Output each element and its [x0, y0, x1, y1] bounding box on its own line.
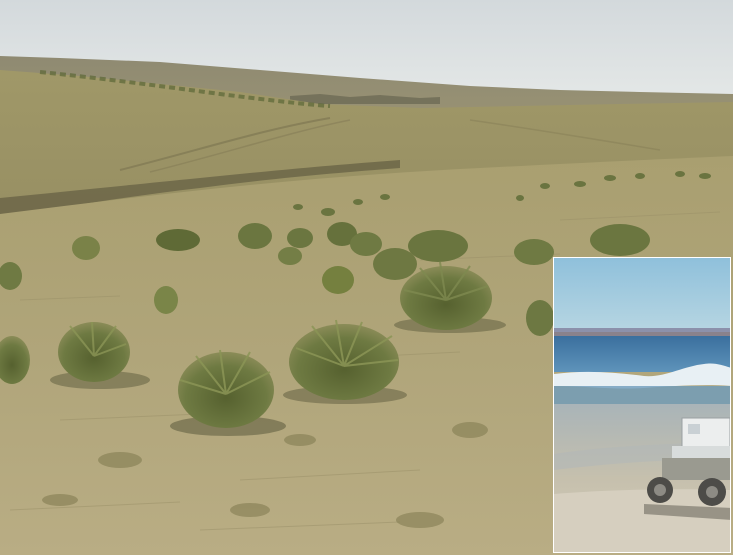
dark-swale — [0, 160, 400, 216]
scattered-shrubs — [42, 422, 488, 528]
inset-photo — [553, 257, 731, 553]
trail — [149, 119, 351, 173]
yucca-tufts-mid — [0, 222, 650, 336]
beach-photo — [554, 258, 730, 552]
yucca-tufts-near — [0, 261, 506, 436]
ridge-shrubs — [39, 70, 331, 108]
trail — [119, 117, 331, 171]
inset-horizon — [554, 328, 730, 338]
beach-vehicle — [644, 417, 730, 520]
inset-wave — [554, 363, 730, 389]
trail — [469, 119, 661, 151]
horizon-treeline — [290, 94, 440, 104]
inset-sky — [554, 258, 730, 332]
yucca-tufts-far — [293, 171, 711, 216]
